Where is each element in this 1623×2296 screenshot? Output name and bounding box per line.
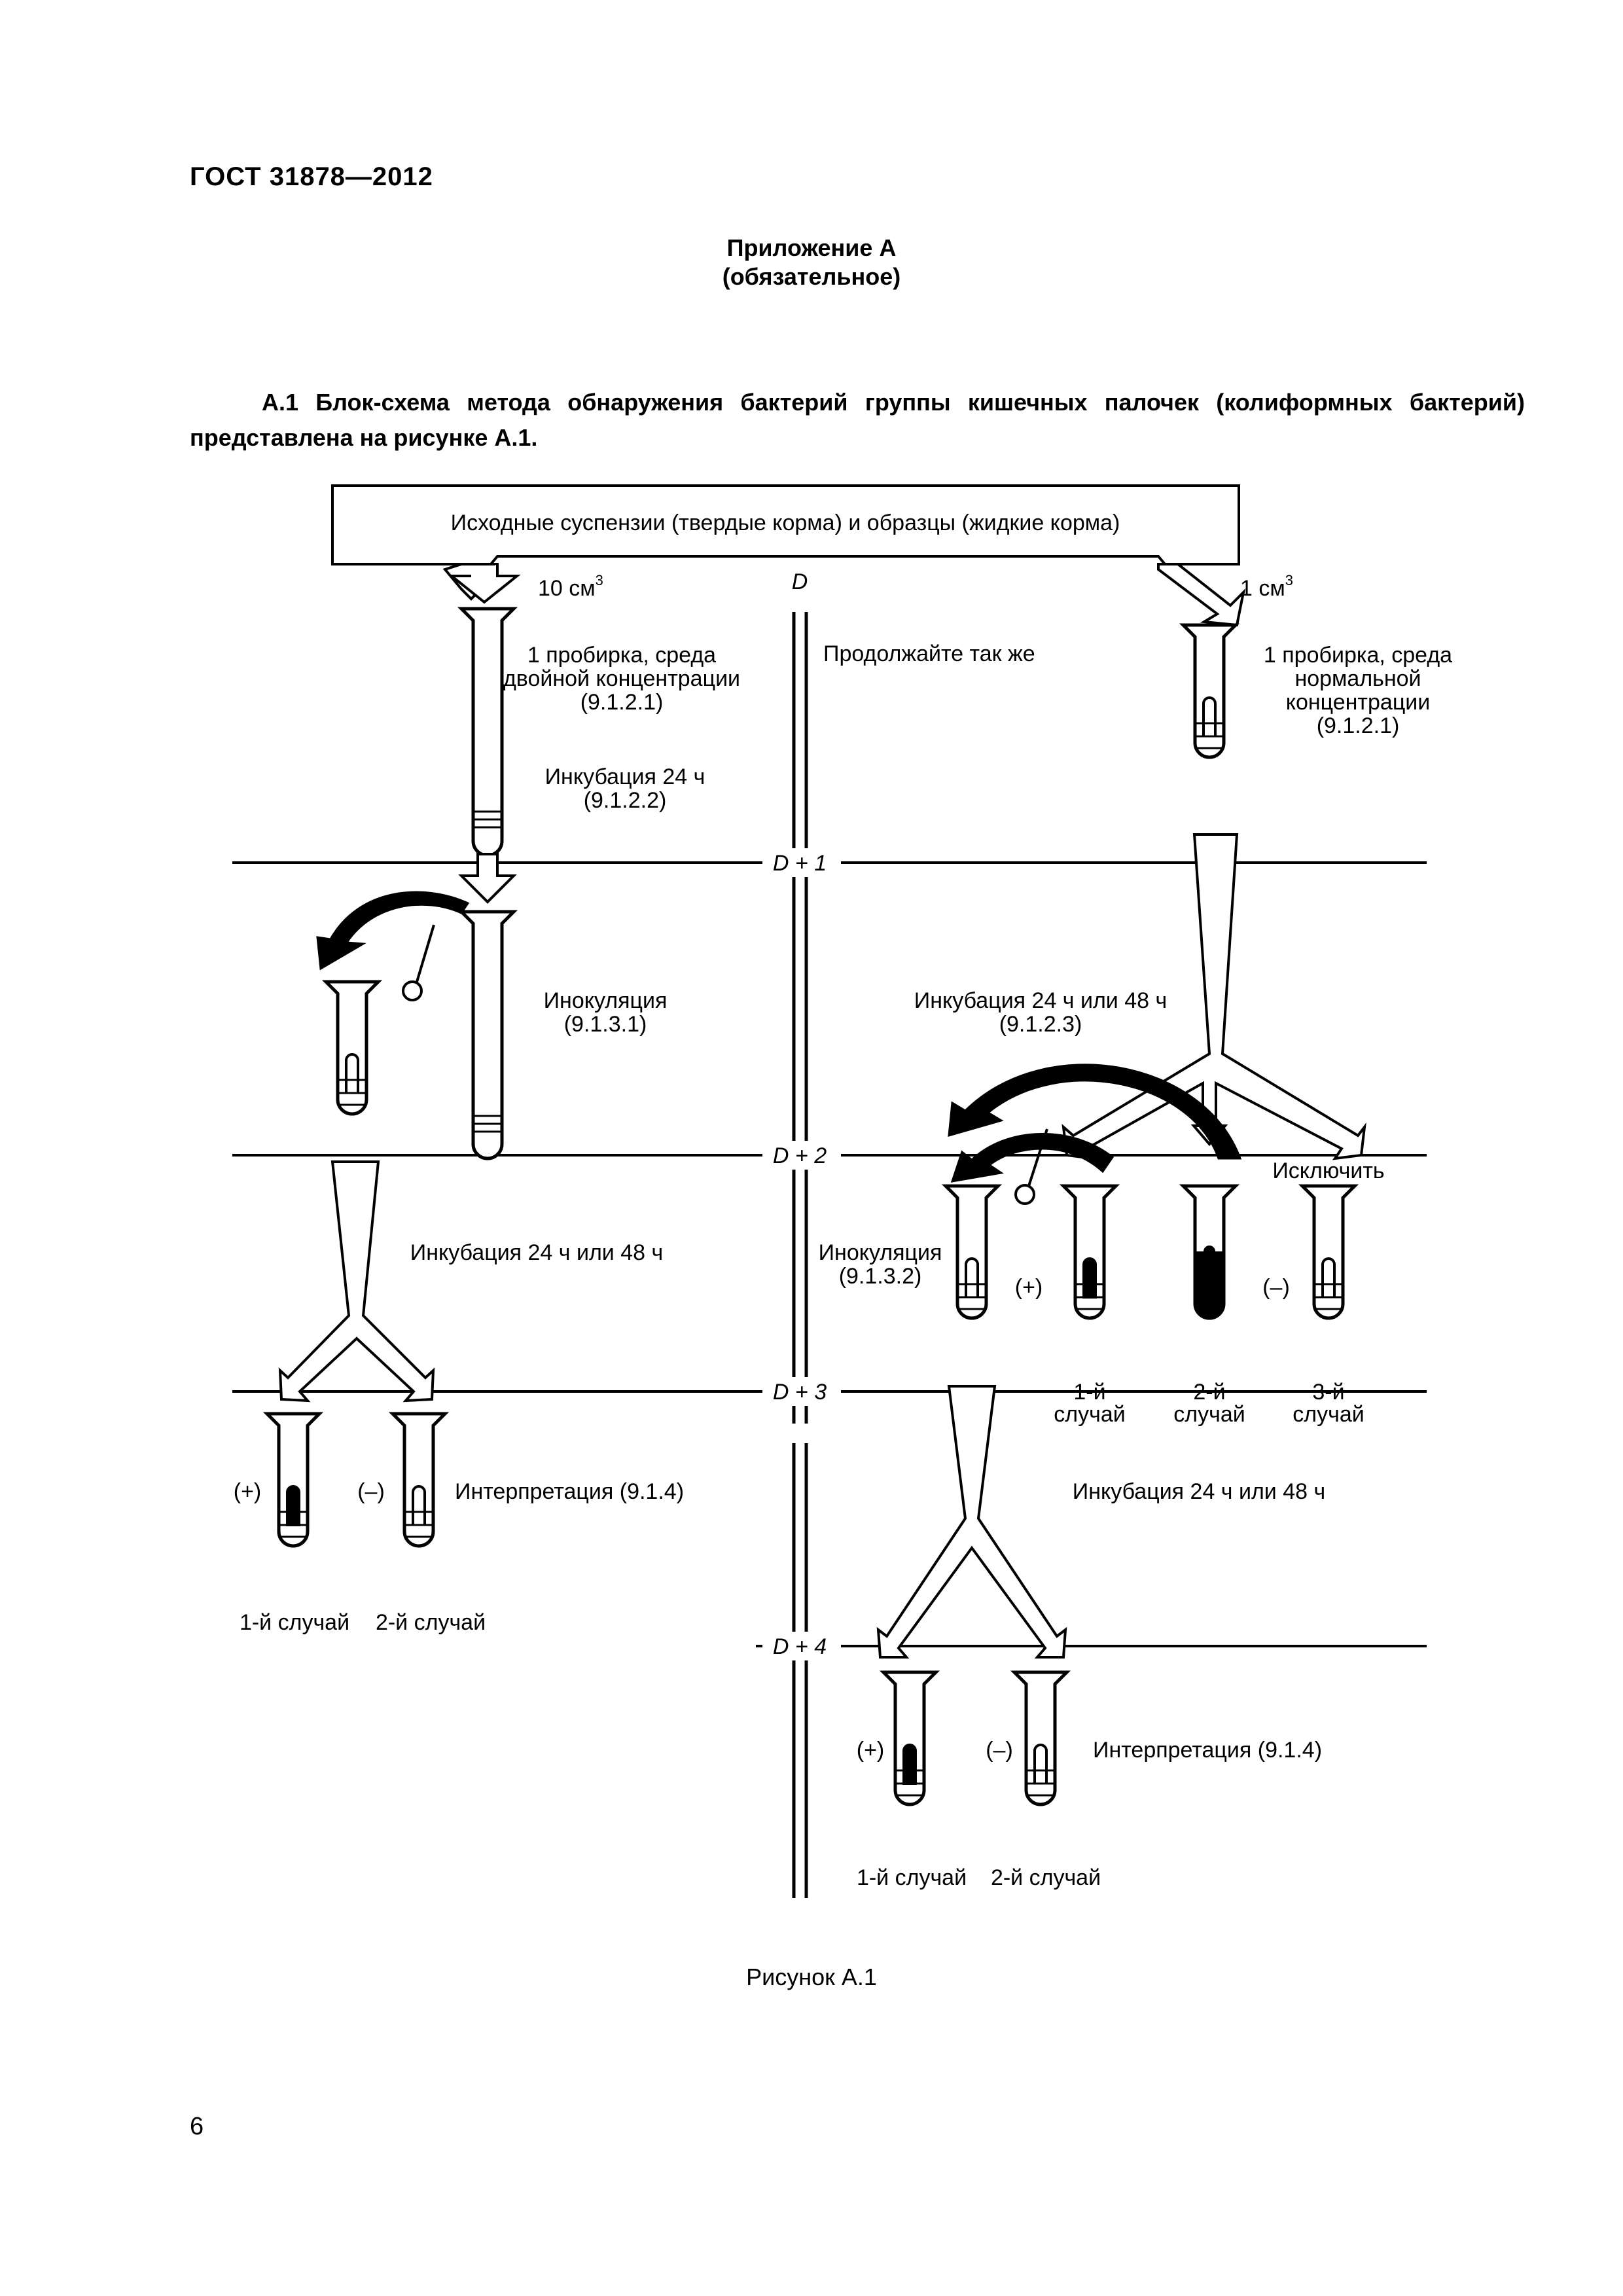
tube-left-result-plus — [267, 1414, 319, 1546]
inoculation-right-1: Инокуляция — [819, 1240, 942, 1265]
tube-case2-d2 — [1183, 1186, 1236, 1318]
left-volume: 10 см3 — [538, 572, 603, 601]
interpretation-right: Интерпретация (9.1.4) — [1093, 1738, 1322, 1763]
interpretation-left: Интерпретация (9.1.4) — [455, 1479, 684, 1504]
top-box — [331, 484, 1240, 565]
case2-line1-d2: 2-й — [1193, 1380, 1225, 1405]
curved-arrow-left — [316, 891, 470, 971]
day-label-d4: D + 4 — [773, 1634, 827, 1659]
left-tube-text-3: (9.1.2.1) — [580, 690, 664, 715]
inoculation-left-1: Инокуляция — [544, 988, 668, 1013]
right-tube-text-3: концентрации — [1286, 690, 1431, 715]
continue-text: Продолжайте так же — [823, 641, 1035, 666]
day-d-label: D — [792, 569, 808, 594]
left-tube-text-2: двойной концентрации — [503, 666, 740, 691]
tube-left-d1 — [461, 912, 514, 1158]
right-tube-text-4: (9.1.2.1) — [1317, 713, 1400, 738]
case2-left: 2-й случай — [376, 1610, 486, 1635]
day-label-d1: D + 1 — [773, 851, 827, 876]
arrow-right-down — [1157, 563, 1246, 627]
inoculating-loop-right — [1014, 1184, 1035, 1205]
minus-label-left: (–) — [357, 1479, 385, 1504]
incubation-right-2: (9.1.2.3) — [999, 1012, 1082, 1037]
intro-paragraph: А.1 Блок-схема метода обнаружения бактер… — [190, 389, 1525, 451]
tube-new-left-d1 — [326, 982, 378, 1114]
tube-right-result-minus — [1014, 1672, 1067, 1804]
tube-case1-d2 — [1063, 1186, 1116, 1318]
right-tube-text-1: 1 пробирка, среда — [1264, 643, 1452, 668]
day-label-d3: D + 3 — [773, 1380, 827, 1405]
tube-right-d — [1183, 625, 1236, 757]
left-tube-text-1: 1 пробирка, среда — [527, 643, 716, 668]
inoculating-loop-left — [402, 980, 423, 1001]
tube-case3-d2 — [1302, 1186, 1355, 1318]
arrow-left-d1 — [458, 853, 517, 904]
tube-inoculated-d2 — [946, 1186, 998, 1318]
plus-label-d2: (+) — [1015, 1275, 1043, 1300]
case3-line1-d2: 3-й — [1312, 1380, 1344, 1405]
funnel-arrow-right-d3 — [876, 1385, 1067, 1659]
minus-label-d2: (–) — [1262, 1275, 1290, 1300]
inoculation-right-2: (9.1.3.2) — [839, 1264, 922, 1289]
curved-arrow-right-large — [948, 1064, 1242, 1160]
exclude-label: Исключить — [1272, 1158, 1384, 1183]
case3-line2-d2: случай — [1293, 1402, 1364, 1427]
annex-title: Приложение А — [726, 234, 897, 261]
case1-line2-d2: случай — [1054, 1402, 1125, 1427]
tube-right-result-plus — [883, 1672, 936, 1804]
day-label-d2: D + 2 — [773, 1143, 827, 1168]
page-number: 6 — [190, 2113, 204, 2140]
incubation-right-d3: Инкубация 24 ч или 48 ч — [1073, 1479, 1325, 1504]
left-incubation-2: (9.1.2.2) — [584, 788, 667, 813]
curved-arrow-right-small — [950, 1133, 1115, 1183]
plus-label-right: (+) — [857, 1738, 885, 1763]
minus-label-right: (–) — [986, 1738, 1013, 1763]
case1-left: 1-й случай — [240, 1610, 349, 1635]
incubation-right-1: Инкубация 24 ч или 48 ч — [914, 988, 1167, 1013]
incubation-left-d2: Инкубация 24 ч или 48 ч — [410, 1240, 663, 1265]
annex-status: (обязательное) — [722, 263, 901, 290]
funnel-arrow-left-d2 — [278, 1160, 435, 1403]
tube-left-d — [461, 609, 514, 855]
figure-caption: Рисунок А.1 — [746, 1964, 877, 1990]
top-box-label: Исходные суспензии (твердые корма) и обр… — [451, 511, 1120, 535]
right-tube-text-2: нормальной — [1294, 666, 1421, 691]
plus-label-left: (+) — [234, 1479, 262, 1504]
case1-line1-d2: 1-й — [1073, 1380, 1105, 1405]
standard-header: ГОСТ 31878—2012 — [190, 162, 433, 191]
inoculation-left-2: (9.1.3.1) — [564, 1012, 647, 1037]
case2-right: 2-й случай — [991, 1865, 1101, 1890]
tube-left-result-minus — [393, 1414, 445, 1546]
case1-right: 1-й случай — [857, 1865, 967, 1890]
left-incubation-1: Инкубация 24 ч — [545, 764, 705, 789]
right-volume: 1 см3 — [1240, 572, 1293, 601]
case2-line2-d2: случай — [1173, 1402, 1245, 1427]
